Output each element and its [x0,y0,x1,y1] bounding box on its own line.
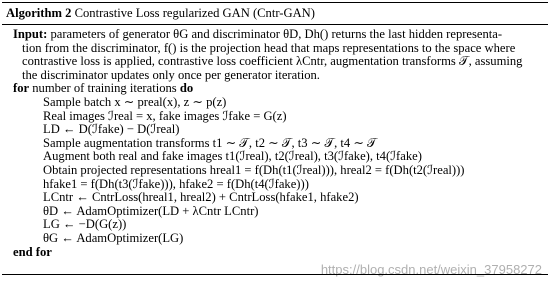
algo-line: the discriminator updates only once per … [22,67,320,82]
bottom-rule [2,274,548,275]
algo-line: θD ← AdamOptimizer(LD + λCntr LCntr) [43,203,259,218]
algo-line: θG ← AdamOptimizer(LG) [43,230,184,245]
algo-line: Sample augmentation transforms t1 ∼ 𝒯, t… [43,135,377,150]
algo-line: contrastive loss is applied, contrastive… [22,54,523,69]
algo-line: tion from the discriminator, f() is the … [22,40,516,55]
algo-line: for number of training iterations do [13,81,194,96]
algo-line: Obtain projected representations hreal1 … [43,162,465,177]
top-rule [2,2,548,3]
algo-line: Sample batch x ∼ preal(x), z ∼ p(z) [43,94,227,109]
algo-line: LD ← D(ℐfake) − D(ℐreal) [43,122,180,137]
algo-line: Input: parameters of generator θG and di… [13,27,503,41]
algo-line: Real images ℐreal = x, fake images ℐfake… [43,108,287,123]
algorithm-body: Input: parameters of generator θG and di… [2,25,548,259]
algorithm-caption: Algorithm 2 Contrastive Loss regularized… [2,3,548,24]
algorithm-box: Algorithm 2 Contrastive Loss regularized… [2,2,548,259]
algo-line: LCntr ← CntrLoss(hreal1, hreal2) + CntrL… [43,190,359,205]
algorithm-label: Algorithm 2 [6,6,72,20]
watermark: https://blog.csdn.net/weixin_37958272 [320,262,542,277]
algo-line: LG ← −D(G(z)) [43,217,127,232]
algo-line: hfake1 = f(Dh(t3(ℐfake))), hfake2 = f(Dh… [43,176,309,191]
caption-rule [2,24,548,25]
algorithm-title: Contrastive Loss regularized GAN (Cntr-G… [74,6,315,20]
algo-line: end for [13,244,52,259]
algo-line: Augment both real and fake images t1(ℐre… [43,149,422,164]
